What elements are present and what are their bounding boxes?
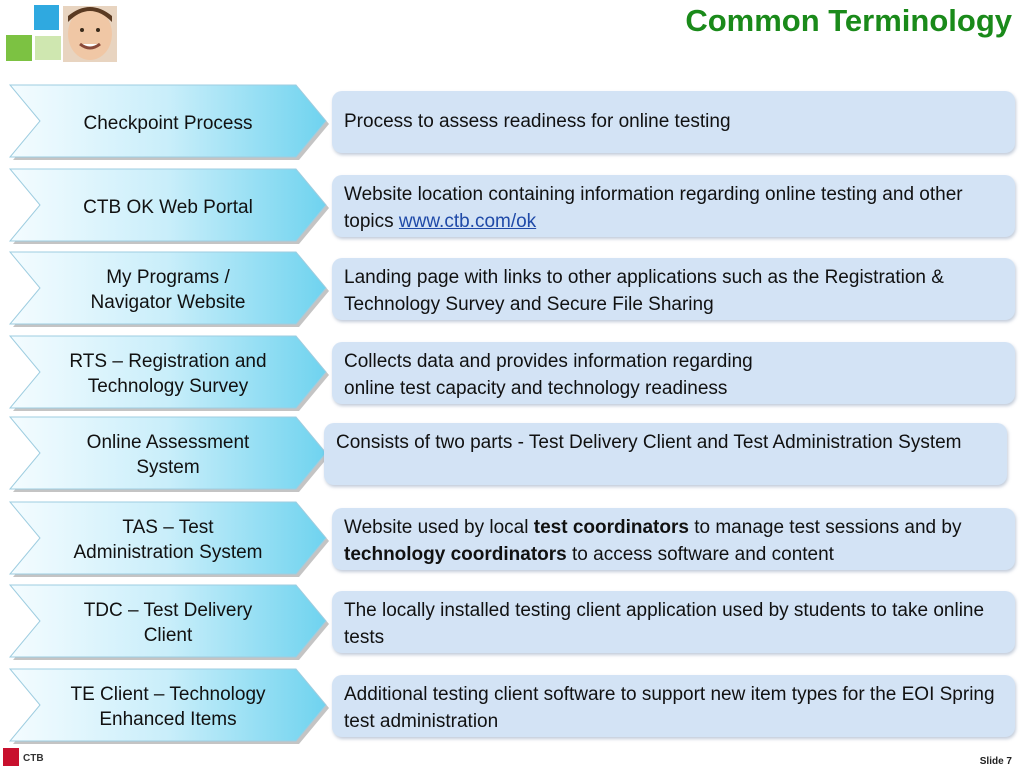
portal-link[interactable]: www.ctb.com/ok	[398, 211, 537, 232]
term-row: Checkpoint Process Process to assess read…	[0, 84, 1024, 162]
definition-fragment: The locally installed testing client app…	[344, 600, 985, 648]
term-chevron: Checkpoint Process	[0, 84, 330, 162]
definition-text: Landing page with links to other applica…	[344, 264, 1007, 318]
definition-box: Process to assess readiness for online t…	[332, 91, 1015, 153]
term-row: Online Assessment System Consists of two …	[0, 416, 1024, 494]
definition-fragment: Process to assess readiness for online t…	[344, 111, 731, 132]
term-chevron: Online Assessment System	[0, 416, 330, 494]
footer-logo-text: CTB	[23, 753, 44, 764]
term-label: TAS – Test Administration System	[73, 517, 263, 563]
definition-box: Website location containing information …	[332, 175, 1015, 237]
page-title: Common Terminology	[685, 3, 1012, 38]
term-label: Checkpoint Process	[83, 112, 253, 134]
term-label: CTB OK Web Portal	[83, 196, 253, 218]
definition-box: Collects data and provides information r…	[332, 342, 1015, 404]
term-chevron: TE Client – Technology Enhanced Items	[0, 668, 330, 746]
definition-box: Landing page with links to other applica…	[332, 258, 1015, 320]
definition-emphasis: test coordinators	[533, 517, 689, 538]
term-chevron: CTB OK Web Portal	[0, 168, 330, 246]
definition-text: Website location containing information …	[344, 181, 1007, 235]
term-chevron: TAS – Test Administration System	[0, 501, 330, 579]
term-label: My Programs / Navigator Website	[90, 267, 246, 313]
definition-box: Additional testing client software to su…	[332, 675, 1015, 737]
definition-fragment: Consists of two parts - Test Delivery Cl…	[336, 432, 962, 453]
definition-box: The locally installed testing client app…	[332, 591, 1015, 653]
definition-fragment: Website location containing information …	[344, 184, 963, 232]
term-row: My Programs / Navigator Website Landing p…	[0, 251, 1024, 329]
term-chevron: RTS – Registration and Technology Survey	[0, 335, 330, 413]
definition-fragment: to manage test sessions and by	[688, 517, 962, 538]
definition-text: The locally installed testing client app…	[344, 597, 1007, 651]
term-chevron: TDC – Test Delivery Client	[0, 584, 330, 662]
term-row: RTS – Registration and Technology Survey…	[0, 335, 1024, 413]
definition-text: Process to assess readiness for online t…	[344, 108, 1007, 135]
definition-text: Additional testing client software to su…	[344, 681, 1007, 735]
term-label: RTS – Registration and Technology Survey	[69, 351, 267, 397]
term-chevron: My Programs / Navigator Website	[0, 251, 330, 329]
definition-text: Collects data and provides information r…	[344, 348, 1007, 402]
definition-text: Website used by local test coordinators …	[344, 514, 1007, 568]
slide-number: Slide 7	[979, 756, 1012, 767]
term-row: TE Client – Technology Enhanced Items Add…	[0, 668, 1024, 746]
term-row: CTB OK Web Portal Website location contai…	[0, 168, 1024, 246]
term-label: TE Client – Technology Enhanced Items	[70, 684, 266, 730]
term-row: TAS – Test Administration System Website …	[0, 501, 1024, 579]
definition-fragment: Landing page with links to other applica…	[344, 267, 944, 315]
term-label: Online Assessment System	[86, 432, 250, 478]
definition-box: Website used by local test coordinators …	[332, 508, 1015, 570]
definition-fragment: Collects data and provides information r…	[344, 351, 753, 399]
definition-fragment: to access software and content	[566, 544, 834, 565]
header-logo-graphic	[0, 0, 120, 68]
definition-fragment: Website used by local	[344, 517, 534, 538]
term-label: TDC – Test Delivery Client	[83, 600, 253, 646]
definition-fragment: Additional testing client software to su…	[344, 684, 995, 732]
term-row: TDC – Test Delivery Client The locally in…	[0, 584, 1024, 662]
definition-text: Consists of two parts - Test Delivery Cl…	[336, 429, 999, 456]
definition-box: Consists of two parts - Test Delivery Cl…	[324, 423, 1007, 485]
definition-emphasis: technology coordinators	[344, 544, 567, 565]
mcgraw-hill-ctb-logo: CTB	[3, 748, 63, 766]
